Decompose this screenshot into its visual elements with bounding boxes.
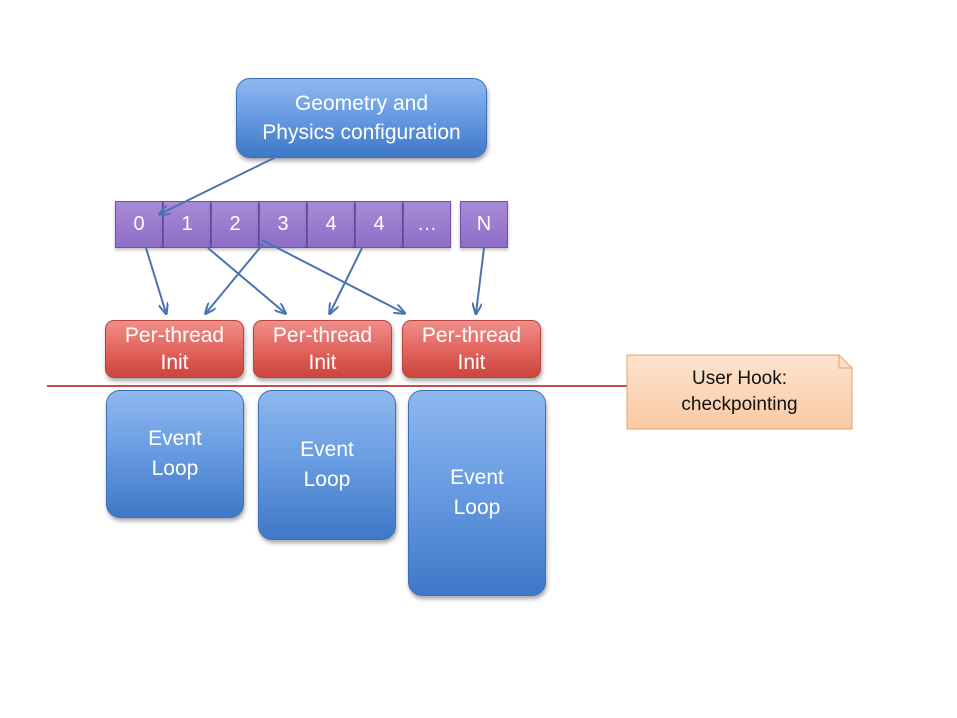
arrow-thread-0-to-init-1 bbox=[145, 247, 166, 313]
callout-fold bbox=[838, 355, 852, 369]
thread-index-cell: 3 bbox=[259, 201, 307, 248]
arrow-thread-2-to-init-3 bbox=[261, 239, 404, 313]
thread-index-label: N bbox=[476, 213, 492, 235]
user-hook-line-1: User Hook: bbox=[691, 368, 787, 389]
event-loop-line-1: Event bbox=[300, 438, 354, 461]
thread-index-label: 4 bbox=[325, 213, 337, 235]
per-thread-init-box: Per-thread Init bbox=[402, 320, 541, 378]
thread-index-label: 3 bbox=[277, 213, 289, 235]
arrow-thread-n-to-init-3 bbox=[476, 247, 485, 313]
config-line-2: Physics configuration bbox=[262, 121, 461, 144]
event-loop-box: Event Loop bbox=[258, 390, 396, 540]
event-loop-box: Event Loop bbox=[408, 390, 546, 596]
user-hook-callout-shape bbox=[626, 354, 853, 430]
init-line-2: Init bbox=[308, 351, 337, 374]
init-line-1: Per-thread bbox=[421, 324, 522, 347]
thread-index-label: 1 bbox=[181, 213, 193, 235]
config-line-1: Geometry and bbox=[294, 92, 429, 115]
thread-index-cell: 0 bbox=[115, 201, 163, 248]
init-line-2: Init bbox=[457, 351, 486, 374]
thread-index-cell: 4 bbox=[355, 201, 403, 248]
event-loop-line-2: Loop bbox=[151, 457, 199, 480]
thread-index-label: … bbox=[417, 213, 437, 235]
event-loop-line-2: Loop bbox=[303, 468, 351, 491]
thread-index-cell: 4 bbox=[307, 201, 355, 248]
thread-index-cell: 2 bbox=[211, 201, 259, 248]
init-line-1: Per-thread bbox=[124, 324, 225, 347]
thread-index-label: 4 bbox=[373, 213, 385, 235]
thread-index-cell: … bbox=[403, 201, 451, 248]
thread-index-label: 0 bbox=[133, 213, 145, 235]
thread-index-cell-last: N bbox=[460, 201, 508, 248]
arrow-thread-2-to-init-1 bbox=[206, 243, 264, 313]
arrow-config-to-thread-0 bbox=[160, 156, 277, 214]
event-loop-line-1: Event bbox=[148, 427, 202, 450]
arrow-thread-4-to-init-2 bbox=[330, 247, 363, 313]
per-thread-init-box: Per-thread Init bbox=[253, 320, 392, 378]
event-loop-box: Event Loop bbox=[106, 390, 244, 518]
thread-index-label: 2 bbox=[229, 213, 241, 235]
user-hook-line-2: checkpointing bbox=[681, 394, 798, 415]
geometry-physics-config-box: Geometry and Physics configuration bbox=[236, 78, 487, 158]
arrow-thread-1-to-init-2 bbox=[207, 247, 285, 313]
init-line-1: Per-thread bbox=[272, 324, 373, 347]
per-thread-init-box: Per-thread Init bbox=[105, 320, 244, 378]
event-loop-line-1: Event bbox=[450, 466, 504, 489]
event-loop-line-2: Loop bbox=[453, 496, 501, 519]
init-line-2: Init bbox=[160, 351, 189, 374]
user-hook-callout: User Hook: checkpointing bbox=[627, 355, 852, 429]
